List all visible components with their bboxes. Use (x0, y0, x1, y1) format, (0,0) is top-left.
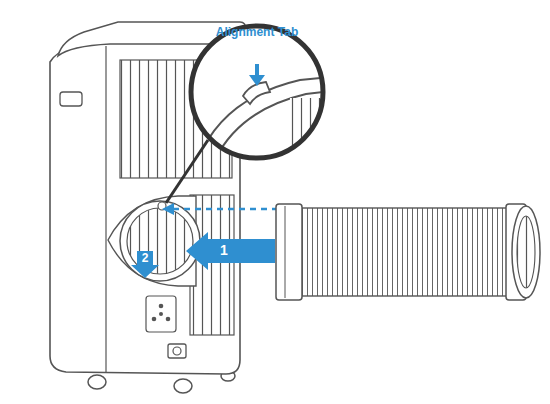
callout-number: 2 (138, 252, 152, 264)
callout-label: Alignment Tab (215, 26, 299, 39)
callout-number: 1 (214, 243, 234, 257)
